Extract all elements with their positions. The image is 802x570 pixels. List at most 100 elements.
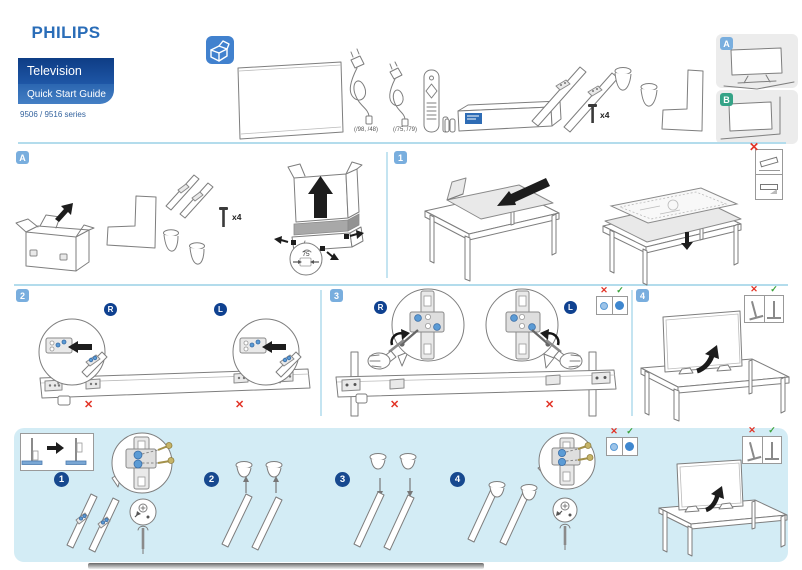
correct-laydown-cell [755, 174, 783, 200]
tilted-stand-cell [743, 437, 762, 463]
check-cells [742, 436, 782, 464]
check-cells [606, 437, 638, 456]
section-2-badge: 2 [16, 289, 29, 302]
wall-bracket-top [661, 69, 704, 132]
logo-white-area: PHILIPS [18, 8, 114, 58]
left-side-badge-s3: L [564, 301, 577, 314]
clip-size-label: 75 [302, 251, 310, 258]
guide-title-banner: Quick Start Guide [18, 84, 114, 104]
screw-count-label-a: x4 [232, 212, 242, 222]
tv-edge-with-stands [335, 351, 617, 417]
tv-face-down-on-table [602, 187, 742, 286]
section-4-badge: 4 [636, 289, 649, 302]
adjust-step-1-dot: 1 [54, 472, 69, 487]
check-head: ✕ ✓ [596, 286, 628, 295]
wrong-mark-icon: ✕ [610, 426, 618, 436]
stand-bars-a [165, 174, 214, 219]
straight-stand-pole [764, 442, 779, 460]
right-side-badge-s3: R [374, 301, 387, 314]
stand-straight-check-box-s4: ✕ ✓ [744, 285, 784, 323]
divider-middle [14, 284, 788, 286]
straight-stand-cell [763, 296, 784, 322]
tv-upright-on-table [640, 310, 790, 422]
wrong-mark-icon: ✕ [600, 285, 608, 295]
correct-hole-cell [621, 438, 638, 455]
adjust-step-4-dot: 4 [450, 472, 465, 487]
screw-count-label: x4 [600, 110, 610, 120]
series-label: 9506 / 9516 series [20, 110, 86, 119]
wrong-hole-cell [597, 297, 612, 314]
detail-circle-left [232, 318, 302, 386]
tilted-stand-pole [751, 301, 758, 317]
product-banner: Television [18, 58, 114, 84]
screw-icon-top [588, 104, 597, 123]
tilted-stand-cell [745, 296, 764, 322]
no-flat-laydown-warning [755, 149, 783, 200]
cable-variant-label-1: (/98, /48) [353, 127, 378, 133]
laydown-wrong-mark: ✕ [749, 140, 760, 154]
stand-adjust-band [14, 428, 788, 562]
section-3-badge: 3 [330, 289, 343, 302]
stand-straight-check-box-bottom: ✕ ✓ [742, 426, 782, 464]
check-cells [596, 296, 628, 315]
check-cells [744, 295, 784, 323]
unbox-icon-background [206, 36, 234, 64]
adjust-step-3-dot: 3 [335, 472, 350, 487]
wrong-hole-mark-3: ✕ [390, 399, 400, 411]
wall-bracket-a [106, 195, 157, 249]
divider-3-4 [631, 290, 633, 416]
check-head: ✕ ✓ [744, 285, 784, 294]
check-head: ✕ ✓ [606, 427, 638, 436]
power-cable-2 [389, 61, 409, 127]
correct-mark-icon: ✓ [626, 426, 634, 436]
tv-slab-tilted [759, 156, 779, 168]
left-side-badge-s2: L [214, 303, 227, 316]
wrong-mark-icon: ✕ [748, 425, 756, 435]
stand-foot-top-2 [640, 83, 658, 107]
wrong-hole-mark-4: ✕ [545, 399, 555, 411]
loose-screw-dot [600, 301, 609, 310]
divider-2-3 [320, 290, 322, 416]
brand-wordmark: PHILIPS [31, 23, 101, 42]
seated-screw-dot [615, 301, 625, 310]
wrong-mark-icon: ✕ [750, 284, 758, 294]
tv-slab-flat [760, 184, 778, 190]
wrong-laydown-cell [755, 149, 783, 175]
correct-mark-icon: ✓ [616, 285, 624, 295]
padding-wedge [770, 189, 777, 194]
straight-stand-cell [761, 437, 782, 463]
correct-mark-icon: ✓ [770, 284, 778, 294]
carton-open [15, 203, 95, 272]
seated-screw-dot [625, 442, 635, 451]
right-side-badge-s2: R [104, 303, 117, 316]
wrong-hole-mark-2: ✕ [235, 399, 245, 411]
tilted-stand-pole [749, 442, 756, 458]
wrong-hole-mark-1: ✕ [84, 399, 94, 411]
floor-line [759, 170, 780, 171]
correct-hole-cell [611, 297, 628, 314]
philips-logo-card: PHILIPS Television Quick Start Guide [18, 8, 114, 104]
stand-feet-a [163, 229, 205, 265]
carton-lift [274, 161, 364, 260]
check-head: ✕ ✓ [742, 426, 782, 435]
screw-icon-a [219, 207, 228, 227]
clip-detail-circle [289, 242, 323, 276]
tv-bottom-edge [39, 368, 311, 406]
stand-foot-top-1 [614, 67, 632, 91]
power-cable-1 [349, 48, 373, 125]
correct-mark-icon: ✓ [768, 425, 776, 435]
batteries [442, 116, 456, 133]
screw-hole-check-box-s3: ✕ ✓ [596, 286, 628, 315]
adjust-step-2-dot: 2 [204, 472, 219, 487]
detail-circle-right [38, 318, 108, 386]
foot-reposition-box [20, 433, 94, 471]
stand-bar-top-1 [531, 66, 587, 127]
cable-variant-label-2: (/75, /79) [392, 127, 417, 133]
option-a-badge: A [720, 37, 733, 50]
page-fold-shadow [88, 563, 484, 569]
straight-stand-pole [766, 301, 781, 319]
stand-accessory-box [444, 100, 562, 133]
wrong-hole-cell [607, 438, 622, 455]
loose-screw-dot [610, 442, 619, 451]
